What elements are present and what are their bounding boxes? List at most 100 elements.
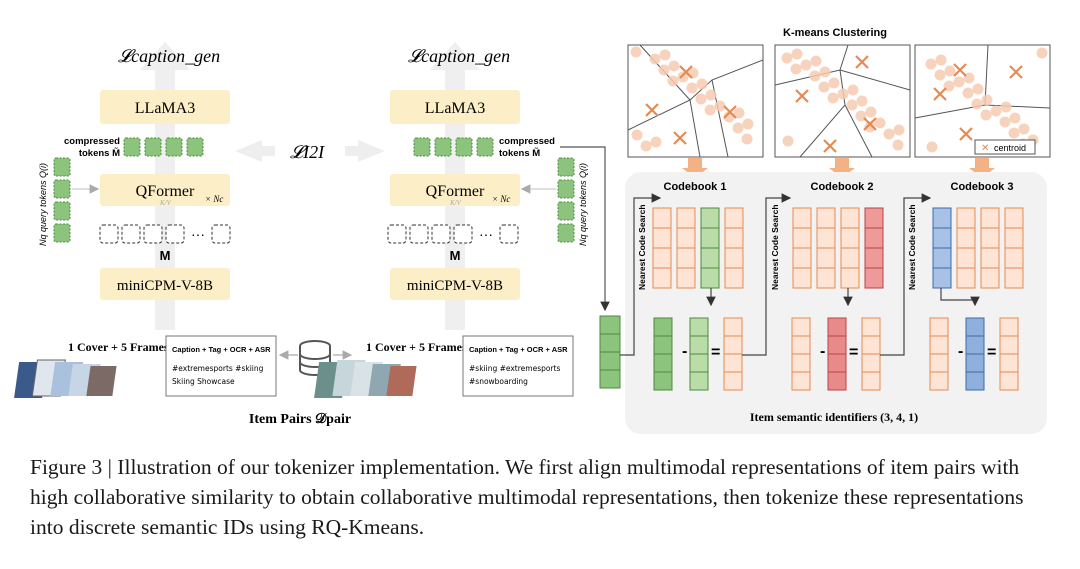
right-tower: 𝓛caption_gen LLaMA3 compressed tokens M̃… — [314, 42, 588, 398]
kmeans-point — [883, 128, 895, 140]
times-nc-left: × Nc — [205, 194, 223, 204]
frames-thumbnail-right — [314, 360, 417, 398]
vector-column — [700, 207, 720, 289]
text-box-right — [462, 335, 574, 397]
text-box-line1-left: #extremesports #skiing — [172, 364, 264, 373]
frames-thumbnail-left — [14, 359, 117, 398]
kmeans-point — [828, 77, 840, 89]
centroid-mark — [673, 131, 687, 145]
compressed-label-left-2: tokens M̃ — [79, 147, 120, 159]
kmeans-point — [926, 141, 938, 153]
compressed-tokens-left — [123, 137, 204, 157]
kmeans-point — [649, 53, 661, 65]
compressed-label-left-1: compressed — [64, 136, 120, 147]
kmeans-point — [650, 136, 662, 148]
kmeans-point — [733, 107, 745, 119]
encoder-label-left: miniCPM-V-8B — [117, 278, 213, 294]
centroid-mark — [959, 127, 973, 141]
m-label-left: M — [160, 248, 171, 263]
residual-columns: -=-=-= — [599, 315, 1019, 391]
kmeans-point — [893, 124, 905, 136]
kmeans-point — [695, 93, 707, 105]
centroid-mark — [679, 65, 693, 79]
text-box-line2-right: #snowboarding — [469, 377, 528, 386]
m-ellipsis-left: ··· — [191, 226, 205, 242]
i2i-loss: 𝓛I2I — [290, 142, 325, 162]
vector-column — [965, 317, 985, 391]
kmeans-point — [1000, 101, 1012, 113]
text-box-line1-right: #skiing #extremesports — [469, 364, 560, 373]
centroid-mark — [795, 89, 809, 103]
m-tokens-left — [99, 224, 231, 244]
kmeans-point — [892, 139, 904, 151]
equals-sign: = — [711, 344, 720, 361]
kv-label-right: K/V — [449, 199, 462, 207]
kmeans-point — [981, 94, 993, 106]
vector-column — [840, 207, 860, 289]
vector-column — [599, 315, 621, 389]
tokenizer-diagram: 𝓛caption_gen LLaMA3 compressed tokens M̃… — [14, 27, 1051, 434]
kmeans-point — [990, 105, 1002, 117]
kmeans-point — [791, 48, 803, 60]
kmeans-point — [782, 135, 794, 147]
kmeans-point — [1009, 112, 1021, 124]
vector-column — [676, 207, 696, 289]
vector-column — [689, 317, 709, 391]
llama3-label-left: LLaMA3 — [135, 100, 195, 117]
kmeans-point — [847, 84, 859, 96]
kmeans-point — [971, 98, 983, 110]
kmeans-point — [874, 117, 886, 129]
codebook-columns — [652, 207, 1024, 289]
flow-input-to-codebook1 — [620, 193, 662, 356]
kmeans-point — [925, 58, 937, 70]
centroid-legend-label: centroid — [994, 143, 1026, 153]
minus-sign: - — [958, 343, 963, 360]
semantic-ids-label: Item semantic identifiers (3, 4, 1) — [750, 410, 918, 424]
query-tokens-right — [557, 157, 575, 243]
query-tokens-left — [53, 157, 71, 243]
vector-column — [861, 317, 881, 391]
flow-codebook3-select — [940, 288, 980, 307]
kmeans-point — [819, 66, 831, 78]
vector-column — [791, 317, 811, 391]
centroid-mark — [933, 87, 947, 101]
flow-residual2-to-codebook3 — [880, 193, 932, 356]
nearest-code-search-2: Nearest Code Search — [770, 204, 780, 290]
caption-gen-loss-left: 𝓛caption_gen — [118, 46, 220, 66]
query-tokens-label-left: Nq query tokens Q(i) — [38, 163, 48, 246]
kmeans-panel-2 — [774, 44, 911, 158]
kmeans-point — [677, 71, 689, 83]
kmeans-point — [659, 49, 671, 61]
kmeans-point — [837, 88, 849, 100]
kmeans-point — [810, 55, 822, 67]
llama3-box-left — [100, 90, 230, 124]
kmeans-point — [686, 82, 698, 94]
kmeans-point — [827, 92, 839, 104]
vector-column — [1004, 207, 1024, 289]
text-box-line2-left: Skiing Showcase — [172, 377, 235, 386]
kmeans-point — [856, 95, 868, 107]
centroid-mark — [645, 103, 659, 117]
text-box-title-left: Caption + Tag + OCR + ASR — [172, 345, 271, 354]
m-label-right: M — [450, 248, 461, 263]
vector-column — [827, 317, 847, 391]
vector-column — [724, 207, 744, 289]
i2i-arrow-right — [345, 140, 385, 162]
compressed-tokens-right — [413, 137, 494, 157]
kmeans-point — [705, 89, 717, 101]
text-box-title-right: Caption + Tag + OCR + ASR — [469, 345, 568, 354]
kmeans-point — [972, 83, 984, 95]
vector-column — [980, 207, 1000, 289]
kmeans-point — [999, 116, 1011, 128]
kv-label-left: K/V — [159, 199, 172, 207]
compressed-label-right-2: tokens M̃ — [499, 147, 540, 159]
kmeans-points — [630, 46, 1048, 153]
times-nc-right: × Nc — [492, 194, 510, 204]
centroid-mark — [1009, 65, 1023, 79]
centroid-legend-icon: ✕ — [981, 143, 989, 154]
i2i-arrow-left — [235, 140, 275, 162]
encoder-label-right: miniCPM-V-8B — [407, 278, 503, 294]
kmeans-point — [944, 65, 956, 77]
nearest-code-search-1: Nearest Code Search — [637, 204, 647, 290]
kmeans-point — [864, 121, 876, 133]
